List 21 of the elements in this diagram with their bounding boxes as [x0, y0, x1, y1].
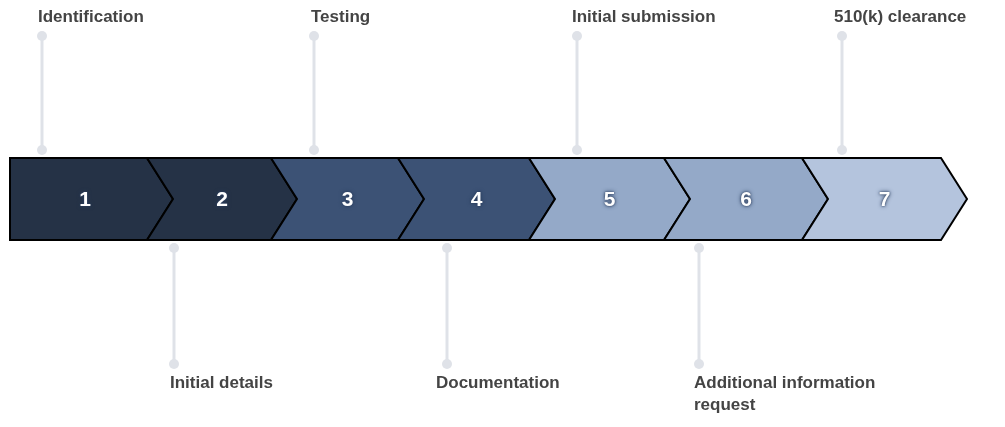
step-number: 2: [216, 186, 228, 213]
leader-line: [572, 31, 582, 155]
leader-line: [442, 243, 452, 369]
step-label: Identification: [38, 6, 145, 28]
step-number: 4: [470, 186, 483, 213]
leader-line: [309, 31, 319, 155]
leader-line: [37, 31, 47, 155]
step-number: 7: [878, 186, 891, 213]
step-label: 510(k) clearance: [834, 6, 968, 28]
leader-line: [169, 243, 179, 369]
step-label: Initial details: [170, 372, 274, 394]
step-number: 5: [603, 186, 616, 213]
step-label: Documentation: [436, 372, 561, 394]
step-label: Testing: [311, 6, 372, 28]
step-label: Additional information request: [694, 372, 877, 416]
leader-line: [694, 243, 704, 369]
step-number: 1: [79, 186, 91, 213]
step-number: 3: [341, 186, 354, 213]
step-label: Initial submission: [572, 6, 717, 28]
step-number: 6: [740, 186, 752, 213]
leader-line: [837, 31, 847, 155]
